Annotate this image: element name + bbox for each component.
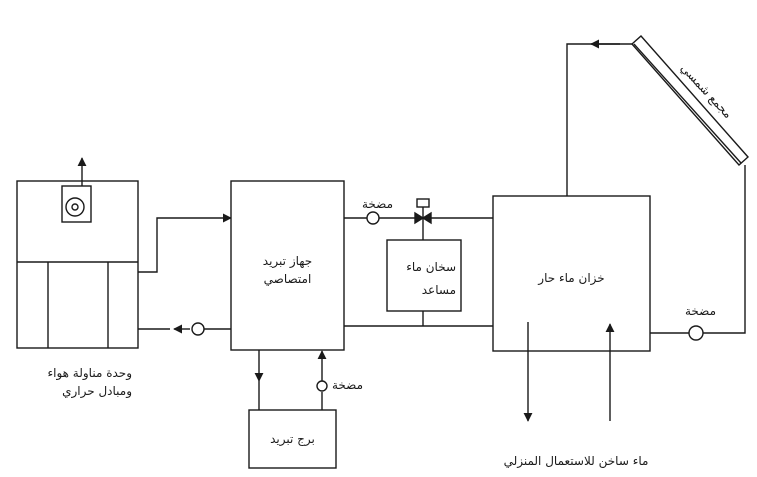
cooling-tower-label: برج تبريد — [270, 432, 315, 446]
chiller-label-line2: امتصاصي — [263, 272, 312, 286]
pump-bottom-label: مضخة — [332, 378, 364, 392]
fan-hub-icon — [71, 203, 79, 211]
aux-heater-box — [386, 239, 462, 312]
pipe-solar-supply — [566, 43, 591, 196]
pump-right-icon — [688, 325, 704, 341]
aux-heater-label-line2: مساعد — [421, 283, 456, 297]
domestic-use-label: ماء ساخن للاستعمال المنزلي — [503, 454, 649, 468]
pipe-solar-return — [702, 165, 746, 334]
pump-bottom-icon — [316, 380, 328, 392]
air-handler-label-line1: وحدة مناولة هواء — [47, 366, 132, 380]
aux-heater-label-line1: سخان ماء — [406, 260, 456, 274]
chiller-label: جهاز تبريد امتصاصي — [231, 252, 344, 288]
solar-collector-panel — [631, 35, 749, 166]
air-handler-label-line2: ومبادل حراري — [62, 384, 132, 398]
chiller-label-line1: جهاز تبريد — [262, 254, 313, 268]
pump-top-label: مضخة — [362, 197, 394, 211]
fan-icon — [65, 197, 85, 217]
pipe-ahu-supply — [138, 213, 232, 273]
chiller-box — [230, 180, 345, 351]
air-handler-label: وحدة مناولة هواء ومبادل حراري — [20, 364, 132, 400]
cooling-tower-box — [248, 409, 337, 469]
pump-ahu-icon — [191, 322, 205, 336]
hot-water-tank-label: خزان ماء حار — [538, 271, 605, 285]
valve-actuator — [416, 198, 430, 208]
hot-water-tank-box — [492, 195, 651, 352]
pump-right-label: مضخة — [685, 304, 717, 318]
solar-collector-inner — [633, 43, 742, 164]
pump-top-icon — [366, 211, 380, 225]
aux-heater-label: سخان ماء مساعد — [388, 258, 456, 299]
